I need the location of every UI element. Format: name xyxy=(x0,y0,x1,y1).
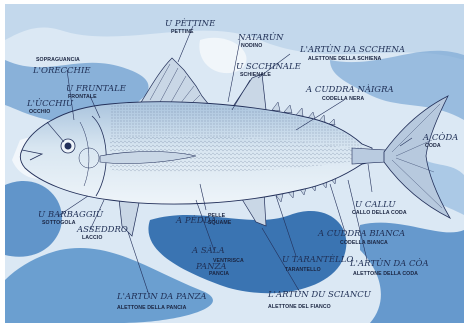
label-tarantello-dialect: U TARANTÈLLO xyxy=(282,253,353,265)
label-alettone-schiena-italian: ALETTONE DELLA SCHIENA xyxy=(308,56,382,62)
label-alettone-fianco-italian: ALETTONE DEL FIANCO xyxy=(268,304,331,310)
label-alettone-panza-italian: ALETTONE DELLA PANCIA xyxy=(117,305,187,311)
label-ventrisca-dialect-1: A SÀLA xyxy=(191,244,225,256)
label-alettone-fianco-dialect: L'ARTÙN DU SCIANCU xyxy=(267,288,372,300)
label-ventrisca-italian-1: VENTRISCA xyxy=(213,258,244,264)
label-pelle-italian-1: PELLE xyxy=(208,213,226,219)
label-nodino-dialect: NATARÙN xyxy=(237,31,284,43)
label-callo-coda-italian: CALLO DELLA CODA xyxy=(352,210,407,216)
label-coda-dialect: A CÒDA xyxy=(422,131,458,143)
label-coda-italian: CODA xyxy=(425,143,441,149)
label-codella-nera-italian: CODELLA NERA xyxy=(322,96,364,102)
label-pettine-italian: PETTINE xyxy=(171,29,194,35)
label-sottogola-italian: SOTTOGOLA xyxy=(42,220,76,226)
label-codella-bianca-italian: CODELLA BIANCA xyxy=(340,240,388,246)
label-occhio-dialect: L'ÙCCHIU xyxy=(26,97,74,109)
label-alettone-coda-italian: ALETTONE DELLA CODA xyxy=(353,271,418,277)
label-occhio-italian: OCCHIO xyxy=(29,109,50,115)
label-alettone-panza-dialect: L'ARTÙN DA PANZA xyxy=(116,290,207,302)
label-frontale-dialect: U FRUNTALE xyxy=(66,84,127,94)
label-nodino-italian: NODINO xyxy=(241,43,262,49)
label-alettone-coda-dialect: L'ARTÙN DA CÒA xyxy=(349,257,429,269)
label-codella-nera-dialect: A CUDDRA NÀIGRA xyxy=(305,83,394,95)
label-laccio-dialect: ASSEDDRO xyxy=(76,225,128,235)
label-orecchio-line1: SOPRAGUANCIA xyxy=(36,57,80,63)
caudal-keel xyxy=(352,148,386,164)
label-schienale-italian: SCHIENALE xyxy=(240,72,271,78)
label-pelle-italian-2: SQUAME xyxy=(208,220,232,226)
label-gola-dialect: U BARBAGGIÙ xyxy=(38,208,104,220)
label-ventrisca-italian-2: PANCIA xyxy=(209,271,229,277)
label-orecchio-line2: L'ORECCHIE xyxy=(32,66,91,76)
label-laccio-italian: LACCIO xyxy=(82,235,102,241)
label-alettone-schiena-dialect: L'ARTÙN DA SCCHENA xyxy=(299,43,405,55)
label-schienale-dialect: U SCCHINALE xyxy=(236,62,302,72)
label-codella-bianca-dialect: A CUDDRA BIANCA xyxy=(317,229,405,239)
label-pettine-dialect: U PÈTTINE xyxy=(165,17,216,29)
label-tarantello-italian: TARANTELLO xyxy=(285,267,321,273)
label-callo-coda-dialect: U CALLU xyxy=(355,200,396,210)
